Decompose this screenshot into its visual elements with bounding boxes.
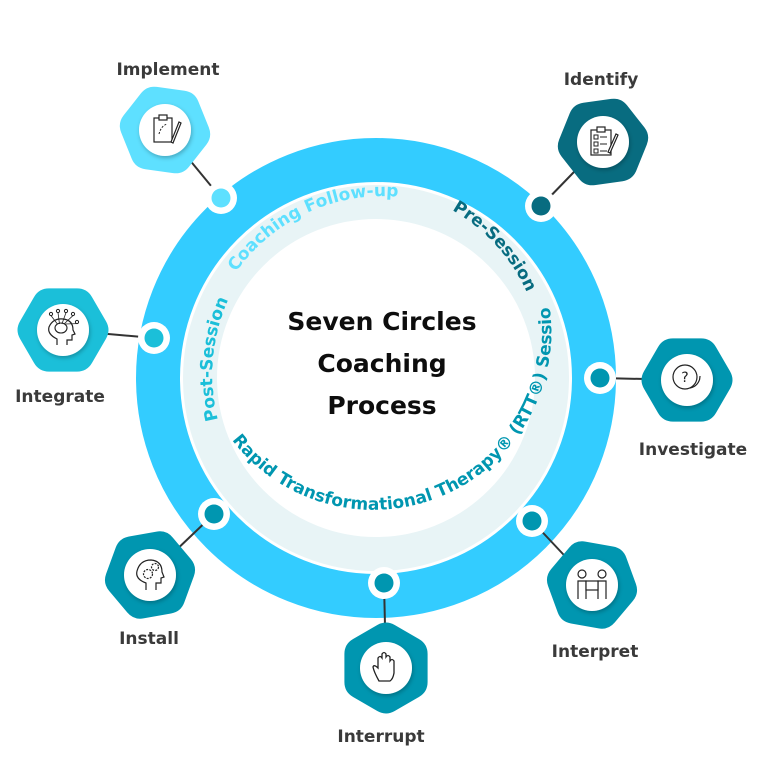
icon-badge xyxy=(360,642,412,694)
icon-badge xyxy=(139,104,191,156)
stop-hand-icon xyxy=(372,651,395,682)
checklist-clipboard-icon xyxy=(590,126,619,156)
step-label: Investigate xyxy=(639,440,747,460)
ring-node-dot xyxy=(522,511,542,531)
phase-label-rtt-session: Rapid Transformational Therapy® (RTT®) S… xyxy=(0,0,556,515)
head-gears-icon xyxy=(136,559,165,590)
step-label: Interpret xyxy=(552,642,639,662)
ring-node-dot xyxy=(211,188,231,208)
ring-node-dot xyxy=(204,504,224,524)
title-line-1: Seven Circles xyxy=(287,307,476,336)
ring-node-dot xyxy=(144,328,164,348)
step-implement[interactable]: Implement xyxy=(116,60,237,214)
title-line-2: Coaching xyxy=(317,349,446,378)
step-interrupt[interactable]: Interrupt xyxy=(337,567,428,747)
question-speech-bubbles-icon: ? xyxy=(672,364,701,390)
step-label: Interrupt xyxy=(337,727,424,747)
svg-text:?: ? xyxy=(681,370,688,386)
step-label: Install xyxy=(119,629,179,649)
icon-badge xyxy=(37,304,89,356)
ring-node-dot xyxy=(590,368,610,388)
step-label: Integrate xyxy=(15,387,105,407)
step-identify[interactable]: Identify xyxy=(525,70,649,222)
step-integrate[interactable]: Integrate xyxy=(15,288,170,407)
ring-node-dot xyxy=(374,573,394,593)
step-investigate[interactable]: ? Investigate xyxy=(584,338,747,460)
step-label: Implement xyxy=(116,60,219,80)
icon-badge xyxy=(661,354,713,406)
step-install[interactable]: Install xyxy=(104,498,230,649)
icon-badge xyxy=(124,549,176,601)
step-interpret[interactable]: Interpret xyxy=(516,505,638,662)
icon-badge xyxy=(577,116,629,168)
clipboard-strategy-icon xyxy=(153,114,182,144)
phase-ring xyxy=(183,185,569,571)
brain-network-icon xyxy=(48,308,80,345)
step-label: Identify xyxy=(564,70,639,90)
ring-node-dot xyxy=(531,196,551,216)
people-puzzle-icon xyxy=(577,569,607,599)
title-line-3: Process xyxy=(327,391,436,420)
